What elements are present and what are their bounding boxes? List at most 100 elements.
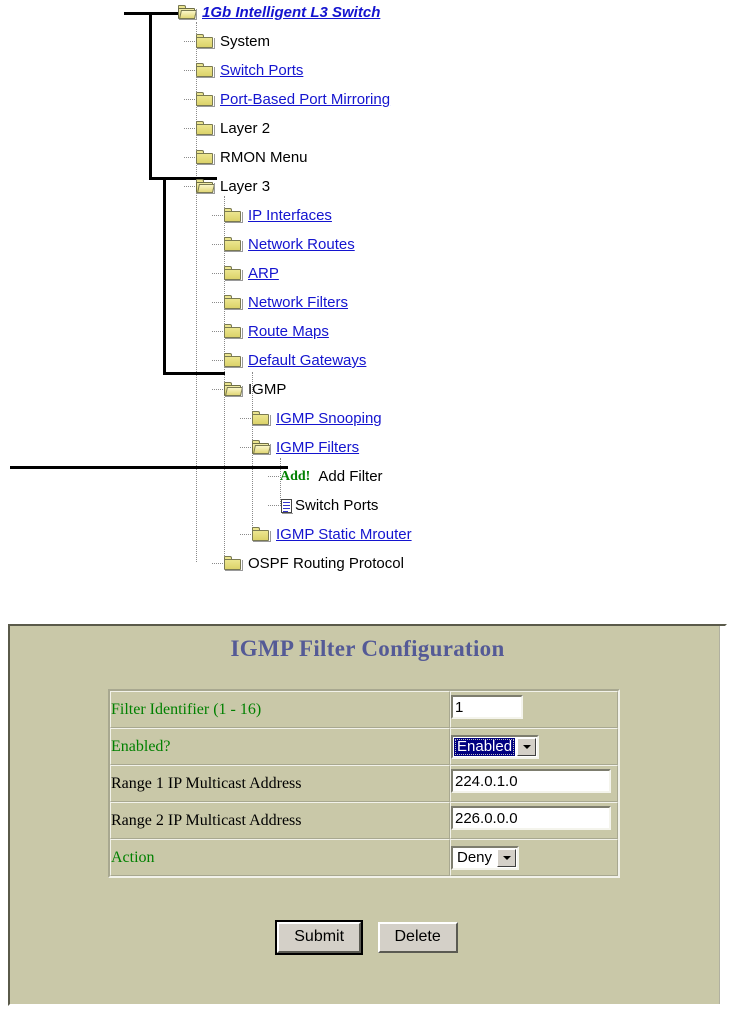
field-label: Action [110, 839, 450, 876]
tree-elbow-connector [184, 186, 195, 187]
folder-open-icon [196, 179, 215, 194]
tree-item[interactable]: IGMP Static Mrouter [240, 520, 412, 549]
tree-elbow-connector [240, 447, 251, 448]
tree-item[interactable]: OSPF Routing Protocol [212, 549, 404, 578]
tree-item-label[interactable]: Route Maps [248, 323, 329, 340]
tree-item[interactable]: Network Filters [212, 288, 349, 317]
tree-item[interactable]: Switch Ports [268, 491, 379, 520]
tree-rail-level2 [224, 196, 225, 562]
tree-item-label[interactable]: Switch Ports [220, 62, 304, 79]
add-marker-icon: Add! [280, 468, 311, 484]
tree-item[interactable]: IGMP Filters [240, 433, 360, 462]
tree-elbow-connector [212, 331, 223, 332]
tree-item[interactable]: Port-Based Port Mirroring [184, 85, 391, 114]
tree-item-label[interactable]: IGMP Static Mrouter [276, 526, 412, 543]
tree-item-label[interactable]: Default Gateways [248, 352, 367, 369]
dropdown-value: Enabled [454, 737, 516, 756]
folder-icon [224, 266, 243, 281]
tree-item[interactable]: IP Interfaces [212, 201, 332, 230]
annotation-line-root-horizontal [124, 12, 194, 15]
chevron-down-icon[interactable] [517, 737, 537, 756]
tree-item[interactable]: 1Gb Intelligent L3 Switch [178, 0, 380, 27]
folder-icon [224, 556, 243, 571]
tree-elbow-connector [268, 476, 279, 477]
tree-elbow-connector [184, 41, 195, 42]
text-input[interactable]: 226.0.0.0 [451, 806, 611, 830]
submit-button[interactable]: Submit [275, 920, 364, 955]
tree-item[interactable]: Switch Ports [184, 56, 304, 85]
tree-item[interactable]: IGMP [212, 375, 286, 404]
annotation-line-addfilter-2 [228, 466, 288, 469]
document-icon [280, 498, 294, 514]
tree-elbow-connector [184, 157, 195, 158]
field-label: Range 1 IP Multicast Address [110, 765, 450, 802]
annotation-line-layer3-vertical [163, 177, 166, 375]
tree-elbow-connector [184, 128, 195, 129]
folder-icon [224, 295, 243, 310]
tree-elbow-connector [212, 215, 223, 216]
folder-icon [224, 324, 243, 339]
tree-elbow-connector [184, 99, 195, 100]
tree-rail-level4 [280, 458, 281, 506]
tree-item[interactable]: IGMP Snooping [240, 404, 382, 433]
tree-elbow-connector [212, 563, 223, 564]
tree-item-label: Switch Ports [295, 497, 379, 514]
field-control-cell: 1 [450, 691, 618, 728]
tree-item[interactable]: ARP [212, 259, 279, 288]
tree-item[interactable]: Network Routes [212, 230, 355, 259]
field-control-cell: 226.0.0.0 [450, 802, 618, 839]
tree-item-label: System [220, 33, 271, 50]
annotation-line-layer3-horizontal [149, 177, 217, 180]
annotation-line-root-vertical [149, 12, 152, 180]
tree-item-label[interactable]: IGMP Filters [276, 439, 360, 456]
tree-item-label: RMON Menu [220, 149, 308, 166]
tree-item[interactable]: Default Gateways [212, 346, 367, 375]
dropdown-select[interactable]: Enabled [451, 734, 540, 759]
tree-item-label[interactable]: IGMP Snooping [276, 410, 382, 427]
tree-item-label[interactable]: Port-Based Port Mirroring [220, 91, 391, 108]
chevron-down-icon[interactable] [497, 848, 517, 867]
folder-icon [224, 237, 243, 252]
tree-rail-level1 [196, 22, 197, 562]
field-control-cell: Deny [450, 839, 618, 876]
tree-item-label[interactable]: ARP [248, 265, 279, 282]
folder-icon [224, 353, 243, 368]
folder-icon [224, 208, 243, 223]
tree-item-label[interactable]: Network Filters [248, 294, 349, 311]
panel-right-edge [719, 626, 725, 1004]
tree-item-label[interactable]: Network Routes [248, 236, 355, 253]
field-control-cell: Enabled [450, 728, 618, 765]
folder-icon [196, 34, 215, 49]
tree-item-label: Layer 2 [220, 120, 271, 137]
folder-icon [196, 63, 215, 78]
tree-item[interactable]: Layer 2 [184, 114, 271, 143]
tree-item[interactable]: Route Maps [212, 317, 329, 346]
folder-icon [196, 121, 215, 136]
text-input[interactable]: 1 [451, 695, 523, 719]
tree-item[interactable]: Add!Add Filter [268, 462, 383, 491]
tree-item-label: Layer 3 [220, 178, 271, 195]
tree-item-label[interactable]: 1Gb Intelligent L3 Switch [202, 4, 381, 21]
tree-elbow-connector [212, 273, 223, 274]
dropdown-select[interactable]: Deny [451, 845, 520, 870]
tree-elbow-connector [212, 360, 223, 361]
tree-item[interactable]: System [184, 27, 271, 56]
field-label: Range 2 IP Multicast Address [110, 802, 450, 839]
delete-button[interactable]: Delete [377, 922, 458, 953]
annotation-line-addfilter [10, 466, 228, 469]
igmp-filter-configuration-panel: IGMP Filter Configuration Filter Identif… [8, 624, 727, 1006]
tree-item[interactable]: RMON Menu [184, 143, 308, 172]
field-label: Filter Identifier (1 - 16) [110, 691, 450, 728]
tree-item-label[interactable]: IP Interfaces [248, 207, 332, 224]
tree-item-label: OSPF Routing Protocol [248, 555, 404, 572]
tree-item[interactable]: Layer 3 [184, 172, 271, 201]
tree-elbow-connector [212, 244, 223, 245]
folder-icon [252, 411, 271, 426]
text-input[interactable]: 224.0.1.0 [451, 769, 611, 793]
table-row: Filter Identifier (1 - 16)1 [110, 691, 618, 728]
folder-icon [252, 527, 271, 542]
